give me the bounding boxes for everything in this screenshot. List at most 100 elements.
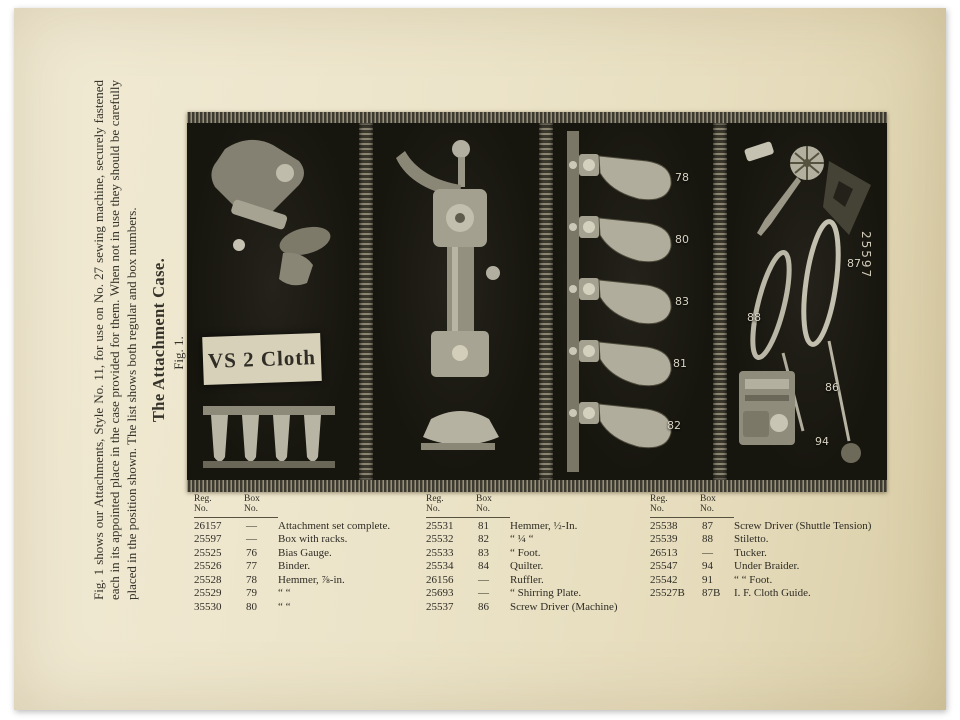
box-no-header: Box No. xyxy=(476,494,510,518)
case-serial-number: 25597 xyxy=(859,231,873,280)
table-row: 25597 — Box with racks. xyxy=(194,533,420,547)
case-bottom-edge xyxy=(187,480,887,492)
item-description: Stiletto. xyxy=(734,533,769,545)
reg-no: 26157 xyxy=(194,519,222,532)
item-description: I. F. Cloth Guide. xyxy=(734,587,811,599)
table-row: 35530 80 “ “ xyxy=(194,601,420,615)
box-no: — xyxy=(702,546,713,559)
header-spacer xyxy=(278,494,420,518)
box-no: 87B xyxy=(702,587,721,599)
box-no: 84 xyxy=(478,560,489,572)
reg-no: 25532 xyxy=(426,533,454,545)
tool-number: 94 xyxy=(815,435,829,448)
reg-no: 35530 xyxy=(194,600,222,613)
table-row: 25529 79 “ “ xyxy=(194,587,420,601)
box-no: 86 xyxy=(478,600,489,613)
header-spacer xyxy=(734,494,890,518)
case-panel-3: 78 80 83 81 82 xyxy=(553,123,713,480)
table-row: 25538 87 Screw Driver (Shuttle Tension) xyxy=(650,520,890,534)
box-no: — xyxy=(478,573,489,586)
table-row: 25547 94 Under Braider. xyxy=(650,560,890,574)
case-top-edge xyxy=(187,112,887,123)
panel3-hemmer-feet-illustration xyxy=(567,131,672,472)
table-header: Reg. No. Box No. xyxy=(426,494,644,518)
reg-no: 25537 xyxy=(426,600,454,613)
foot-number: 78 xyxy=(675,171,689,184)
item-description: Hemmer, ½-In. xyxy=(510,519,578,532)
item-description: Hemmer, ⅞-in. xyxy=(278,573,345,586)
reg-no: 25597 xyxy=(194,533,222,545)
item-description: “ “ xyxy=(278,600,291,613)
case-hinge-1 xyxy=(359,123,373,480)
reg-no: 25539 xyxy=(650,533,678,545)
foot-number: 81 xyxy=(673,357,687,370)
case-hinge-2 xyxy=(539,123,553,480)
reg-no: 25693 xyxy=(426,587,454,599)
box-no: 94 xyxy=(702,560,713,572)
tool-number: 87 xyxy=(847,257,861,270)
table-row: 25693 — “ Shirring Plate. xyxy=(426,587,644,601)
item-description: Box with racks. xyxy=(278,533,348,545)
table-row: 25533 83 “ Foot. xyxy=(426,547,644,561)
box-no: 81 xyxy=(478,519,489,532)
box-no: 77 xyxy=(246,560,257,572)
parts-list: Reg. No. Box No. 26157 — Attachment set … xyxy=(194,494,890,614)
box-no-header: Box No. xyxy=(700,494,734,518)
box-no: — xyxy=(246,519,257,532)
box-no-header: Box No. xyxy=(244,494,278,518)
box-no: 76 xyxy=(246,546,257,559)
reg-no-header: Reg. No. xyxy=(650,494,700,518)
cloth-tag-label: VS 2 Cloth xyxy=(202,332,322,386)
item-description: “ ¼ “ xyxy=(510,533,534,545)
table-row: 25528 78 Hemmer, ⅞-in. xyxy=(194,574,420,588)
side-note-paragraph: Fig. 1 shows our Attachments, Style No. … xyxy=(91,80,139,600)
parts-table-group-1: Reg. No. Box No. 26157 — Attachment set … xyxy=(194,494,420,614)
box-no: 79 xyxy=(246,587,257,599)
case-hinge-3 xyxy=(713,123,727,480)
table-row: 26513 — Tucker. xyxy=(650,547,890,561)
table-row: 25532 82 “ ¼ “ xyxy=(426,533,644,547)
box-no: — xyxy=(246,533,257,545)
panel2-ruffler-illustration xyxy=(396,140,500,450)
table-row: 25539 88 Stiletto. xyxy=(650,533,890,547)
reg-no-header: Reg. No. xyxy=(194,494,244,518)
table-header: Reg. No. Box No. xyxy=(194,494,420,518)
item-description: Attachment set complete. xyxy=(278,519,391,532)
tool-number: 88 xyxy=(747,311,761,324)
case-panel-1: VS 2 Cloth xyxy=(187,123,359,480)
table-row: 25534 84 Quilter. xyxy=(426,560,644,574)
item-description: Binder. xyxy=(278,560,311,572)
table-row: 25537 86 Screw Driver (Machine) xyxy=(426,601,644,615)
table-header: Reg. No. Box No. xyxy=(650,494,890,518)
item-description: Ruffler. xyxy=(510,573,544,586)
attachment-case-figure: VS 2 Cloth xyxy=(187,112,887,492)
case-panel-2 xyxy=(373,123,539,480)
panel1-attachments-illustration xyxy=(203,139,335,468)
reg-no: 25529 xyxy=(194,587,222,599)
table-rows: 25538 87 Screw Driver (Shuttle Tension) … xyxy=(650,520,890,601)
item-description: Quilter. xyxy=(510,560,544,572)
reg-no: 25525 xyxy=(194,546,222,559)
table-row: 26157 — Attachment set complete. xyxy=(194,520,420,534)
box-no: 88 xyxy=(702,533,713,545)
box-no: 87 xyxy=(702,519,713,532)
table-rows: 26157 — Attachment set complete. 25597 —… xyxy=(194,520,420,615)
table-row: 26156 — Ruffler. xyxy=(426,574,644,588)
item-description: “ Shirring Plate. xyxy=(510,587,582,599)
item-description: “ “ xyxy=(278,587,291,599)
case-panel-4: 87 88 86 94 25597 xyxy=(727,123,887,480)
table-row: 25542 91 “ “ Foot. xyxy=(650,574,890,588)
box-no: 80 xyxy=(246,600,257,613)
reg-no: 25538 xyxy=(650,519,678,532)
tool-number: 86 xyxy=(825,381,839,394)
reg-no: 25531 xyxy=(426,519,454,532)
table-row: 25531 81 Hemmer, ½-In. xyxy=(426,520,644,534)
item-description: Under Braider. xyxy=(734,560,800,572)
foot-number: 83 xyxy=(675,295,689,308)
parts-table-group-2: Reg. No. Box No. 25531 81 Hemmer, ½-In. … xyxy=(426,494,644,614)
header-spacer xyxy=(510,494,644,518)
foot-number: 82 xyxy=(667,419,681,432)
item-description: “ “ Foot. xyxy=(734,573,773,586)
table-row: 25526 77 Binder. xyxy=(194,560,420,574)
table-row: 25525 76 Bias Gauge. xyxy=(194,547,420,561)
